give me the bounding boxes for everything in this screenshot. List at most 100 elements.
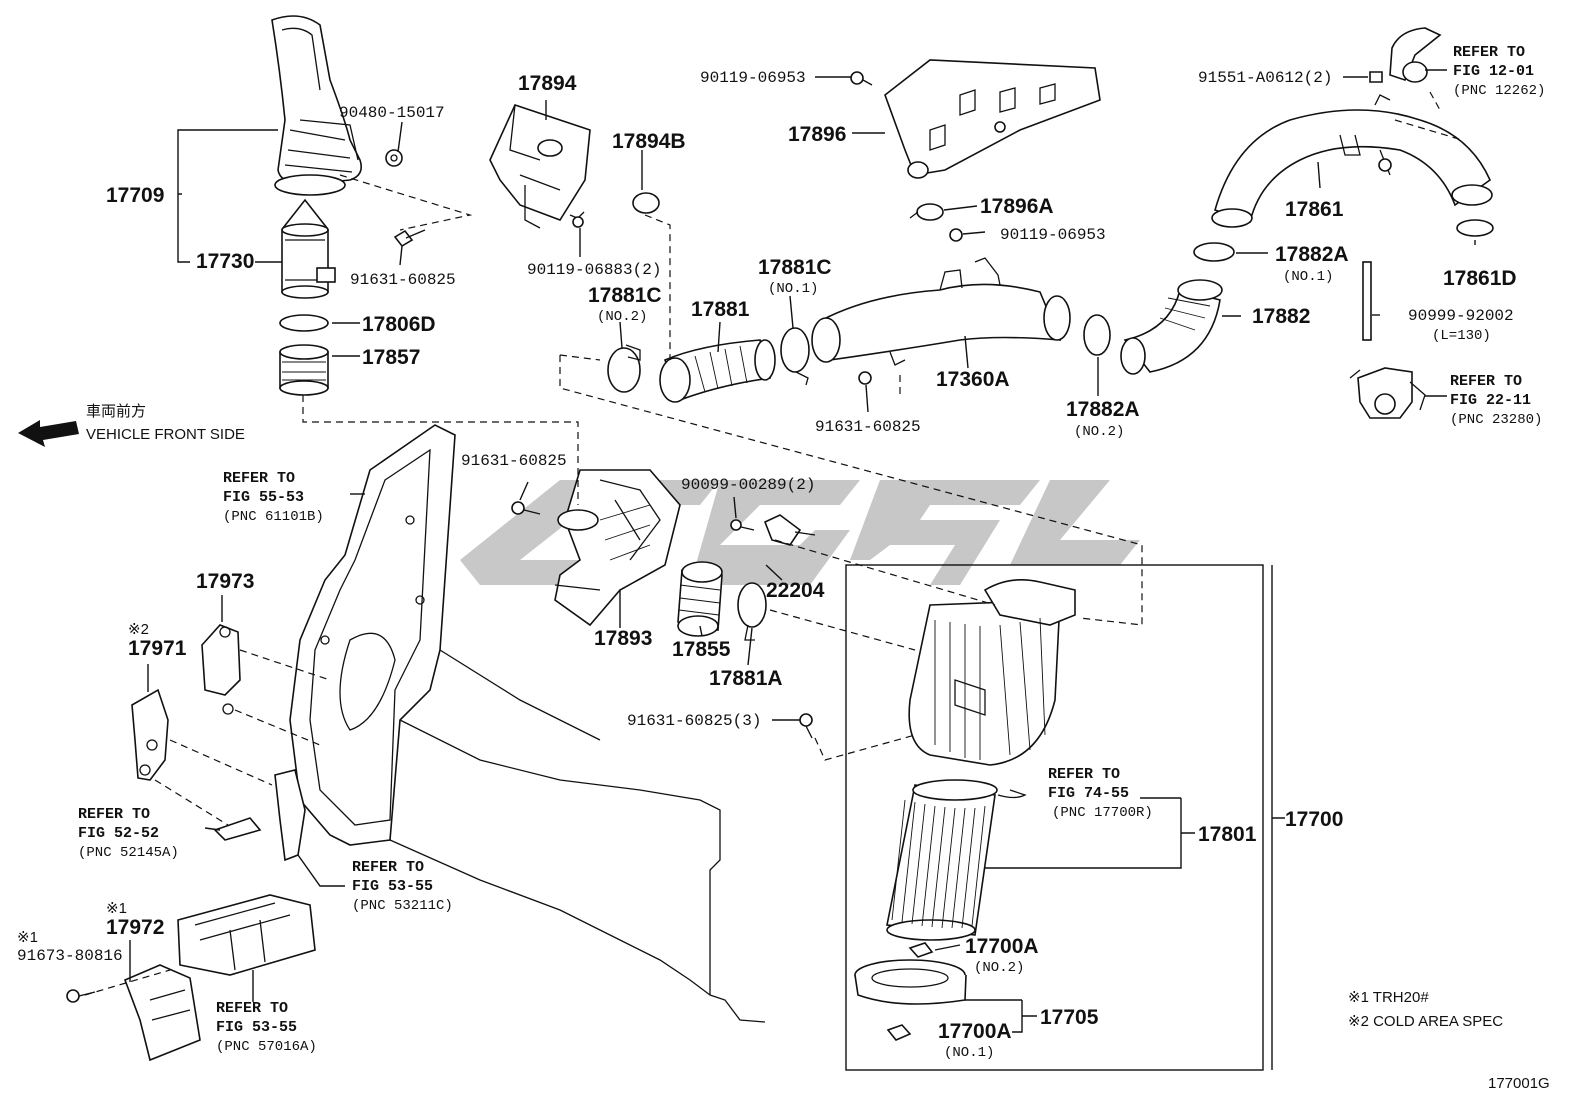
label-17700a-no1-sub: (NO.1) (944, 1045, 994, 1061)
note-cold-area: ※2 COLD AREA SPEC (1348, 1013, 1503, 1030)
hose-ref-12-01-drawing (1389, 27, 1442, 83)
air-cleaner-cup-17730-drawing (281, 198, 336, 299)
label-91631-60825-mid: 91631-60825 (461, 452, 567, 470)
hose-90999-drawing (1362, 261, 1372, 341)
ref-12-01-line3: (PNC 12262) (1453, 83, 1545, 99)
ref-53-55-b-line1: REFER TO (216, 1000, 288, 1017)
ref-fig-22-11: REFER TO FIG 22-11 (PNC 23280) (1450, 373, 1542, 428)
ref-55-53-line1: REFER TO (223, 470, 295, 487)
bracket-17971-drawing (131, 688, 169, 781)
ref-22-11-line1: REFER TO (1450, 373, 1522, 390)
body-panel-drawing (289, 424, 456, 846)
ref-22-11-line3: (PNC 23280) (1450, 412, 1542, 428)
label-17881: 17881 (691, 298, 750, 321)
bracket-ref-52-52-drawing (213, 817, 262, 841)
label-91631-60825-3: 91631-60825(3) (627, 712, 761, 730)
ref-12-01-line1: REFER TO (1453, 44, 1525, 61)
clamp-17861d-drawing (1456, 219, 1494, 237)
bolt-91631-3-drawing (799, 713, 813, 739)
ref-53-55-a-line1: REFER TO (352, 859, 424, 876)
cap-17705-drawing (854, 959, 967, 1005)
vehicle-front-arrow-icon (18, 420, 79, 447)
label-17730: 17730 (196, 250, 254, 273)
sensor-22204-drawing (763, 514, 816, 546)
label-17881a: 17881A (709, 667, 783, 690)
ref-74-55-line3: (PNC 17700R) (1052, 805, 1153, 821)
ref-55-53-line3: (PNC 61101B) (223, 509, 324, 525)
insulator-17896-drawing (884, 59, 1101, 179)
label-22204: 22204 (766, 579, 825, 602)
ref-fig-12-01: REFER TO FIG 12-01 (PNC 12262) (1453, 44, 1545, 99)
label-17882a-no2: 17882A (1066, 398, 1140, 421)
bracket-17894-drawing (489, 104, 591, 229)
screw-90099-drawing (730, 519, 755, 531)
sleeve-17857-drawing (279, 344, 329, 396)
clip-17896a-drawing (909, 203, 944, 221)
bolt-90119-06953-lower-drawing (949, 228, 963, 242)
clamp-17882a-no2-drawing (1083, 314, 1111, 356)
vsv-ref-22-11-drawing (1349, 367, 1426, 419)
ref-fig-53-55-a: REFER TO FIG 53-55 (PNC 53211C) (352, 859, 453, 914)
duct-17893-drawing (554, 469, 681, 627)
label-17882: 17882 (1252, 305, 1310, 328)
label-17801: 17801 (1198, 823, 1257, 846)
label-17972: 17972 (106, 916, 164, 939)
label-17700a-no1: 17700A (938, 1020, 1012, 1043)
ref-52-52-line2: FIG 52-52 (78, 825, 159, 842)
label-17973: 17973 (196, 570, 254, 593)
ref-74-55-line2: FIG 74-55 (1048, 785, 1129, 802)
label-90099-00289: 90099-00289(2) (681, 476, 815, 494)
label-90999-92002: 90999-92002 (1408, 307, 1514, 325)
clamp-17806d-drawing (279, 314, 329, 332)
nut-90480-drawing (385, 149, 403, 167)
clip-17700a-no1-drawing (886, 1024, 912, 1041)
hose-17855-drawing (677, 561, 723, 637)
clamp-17881c-no1-drawing (780, 327, 810, 386)
label-17700: 17700 (1285, 808, 1343, 831)
leader-lines (129, 69, 1476, 1070)
ref-53-55-a-line3: (PNC 53211C) (352, 898, 453, 914)
bracket-ref-53-55-b-drawing (123, 964, 201, 1062)
label-91631-60825-upper: 91631-60825 (350, 271, 456, 289)
element-17801-drawing (886, 779, 1027, 941)
label-90119-06953-lower: 90119-06953 (1000, 226, 1106, 244)
air-duct-17709-drawing (271, 15, 363, 196)
label-90119-06883: 90119-06883(2) (527, 261, 661, 279)
label-17896: 17896 (788, 123, 846, 146)
bolt-91631-upper-drawing (393, 229, 426, 248)
ref-12-01-line2: FIG 12-01 (1453, 63, 1534, 80)
direction-english: VEHICLE FRONT SIDE (86, 426, 245, 443)
bolt-90119-06953-upper-drawing (850, 71, 873, 86)
ref-52-52-line3: (PNC 52145A) (78, 845, 179, 861)
label-17700a-no2-sub: (NO.2) (974, 960, 1024, 976)
bolt-91673-drawing (66, 989, 96, 1003)
ref-53-55-b-line2: FIG 53-55 (216, 1019, 297, 1036)
label-17894: 17894 (518, 72, 577, 95)
label-90999-92002-sub: (L=130) (1432, 328, 1491, 344)
ref-fig-74-55: REFER TO FIG 74-55 (PNC 17700R) (1048, 766, 1153, 821)
fender-apron-outline (389, 649, 766, 1023)
label-17700a-no2: 17700A (965, 935, 1039, 958)
note-trh20: ※1 TRH20# (1348, 989, 1429, 1006)
label-17855: 17855 (672, 638, 731, 661)
label-17360a: 17360A (936, 368, 1010, 391)
bolt-90119-06883-drawing (569, 211, 585, 228)
clamp-17881c-no2-drawing (607, 344, 641, 393)
ref-52-52-line1: REFER TO (78, 806, 150, 823)
clamp-17882a-no1-drawing (1193, 242, 1235, 262)
label-17806d: 17806D (362, 313, 436, 336)
ref-74-55-line1: REFER TO (1048, 766, 1120, 783)
ref-53-55-a-line2: FIG 53-55 (352, 878, 433, 895)
ref-22-11-line2: FIG 22-11 (1450, 392, 1531, 409)
label-17881c-no2: 17881C (588, 284, 662, 307)
label-91673-80816: 91673-80816 (17, 947, 123, 965)
bolt-91551-drawing (1369, 71, 1383, 83)
bracket-17973-drawing (201, 624, 241, 715)
label-17857: 17857 (362, 346, 420, 369)
label-90119-06953-upper: 90119-06953 (700, 69, 806, 87)
intake-box-17972-drawing (177, 894, 316, 976)
label-17705: 17705 (1040, 1006, 1099, 1029)
ref-53-55-b-line3: (PNC 57016A) (216, 1039, 317, 1055)
ref-fig-53-55-b: REFER TO FIG 53-55 (PNC 57016A) (216, 1000, 317, 1055)
